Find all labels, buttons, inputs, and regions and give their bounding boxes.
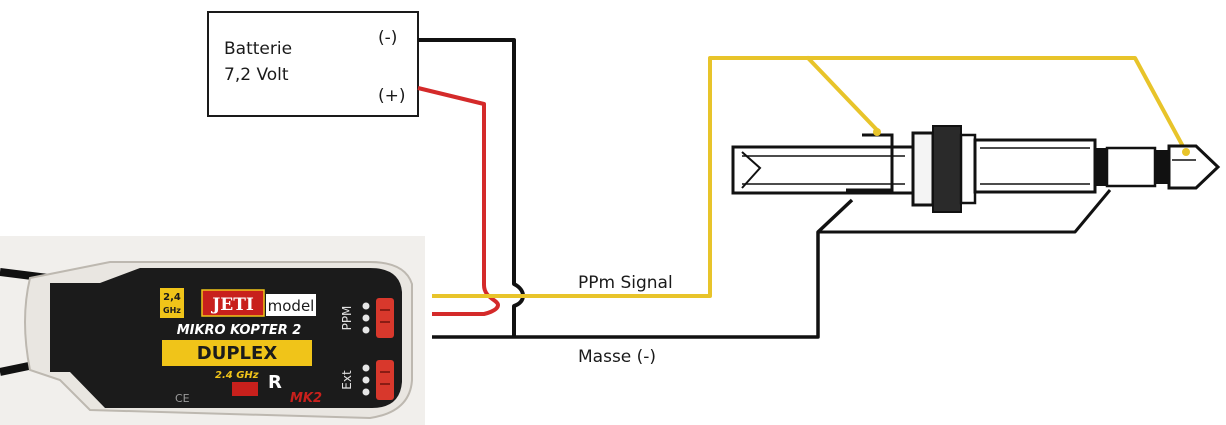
ground-wire-label: Masse (-)	[578, 347, 656, 367]
ppm-pin	[362, 326, 370, 334]
ppm-pin	[362, 314, 370, 322]
jack-barrel	[731, 145, 915, 195]
ppm-connector	[376, 298, 394, 338]
jack-insulator	[1095, 148, 1107, 186]
product-version: MK2	[290, 391, 322, 406]
product-name-badge	[162, 340, 312, 366]
battery-box	[207, 11, 419, 117]
signal-wire-label: PPm Signal	[578, 273, 673, 293]
brand-sub: model	[268, 297, 315, 315]
battery-ground-wire	[418, 38, 525, 337]
product-line: MIKRO KOPTER 2	[177, 323, 302, 338]
power-wire	[417, 86, 500, 316]
ext-pin	[362, 364, 370, 372]
band-badge-line2: GHz	[163, 306, 181, 315]
band-badge	[160, 288, 184, 318]
jack-barrel-end	[741, 151, 762, 189]
battery: Batterie 7,2 Volt (-) (+)	[207, 11, 419, 117]
brand-badge	[201, 289, 265, 317]
jack-ring-insulator	[1155, 150, 1169, 184]
mini-logo	[232, 382, 258, 396]
signal-wire-branch	[806, 56, 879, 132]
jack-nut	[932, 125, 962, 213]
ground-wire	[432, 198, 854, 339]
ext-connector	[376, 360, 394, 400]
product-variant: R	[268, 372, 282, 393]
brand-name: JETI	[210, 295, 254, 315]
tip-solder-point	[1182, 148, 1190, 156]
battery-plus-terminal-label: (+)	[378, 86, 406, 106]
jack-collar	[911, 131, 935, 207]
band-badge-line1: 2,4	[163, 292, 181, 303]
receiver: 2,4 GHz JETI model MIKRO KOPTER 2 DUPLEX…	[0, 236, 425, 425]
brand-sub-badge	[266, 294, 316, 316]
ext-pin	[362, 388, 370, 396]
product-frequency: 2.4 GHz	[215, 370, 259, 381]
port-label-ppm: PPM	[340, 306, 354, 331]
jack-washer	[959, 133, 977, 205]
jack-tip	[1167, 144, 1221, 190]
ground-wire-jack-sleeve	[818, 189, 1112, 234]
battery-voltage: 7,2 Volt	[224, 65, 289, 85]
jack-plug	[731, 125, 1221, 213]
battery-minus-terminal-label: (-)	[378, 28, 397, 48]
product-name: DUPLEX	[197, 343, 278, 364]
jack-ring	[1105, 146, 1157, 188]
cert-mark: CE	[175, 392, 190, 405]
signal-solder-point	[873, 128, 881, 136]
port-label-ext: Ext	[340, 370, 354, 390]
battery-name: Batterie	[224, 39, 292, 59]
ext-pin	[362, 376, 370, 384]
signal-wire	[432, 56, 1188, 298]
ppm-pin	[362, 302, 370, 310]
